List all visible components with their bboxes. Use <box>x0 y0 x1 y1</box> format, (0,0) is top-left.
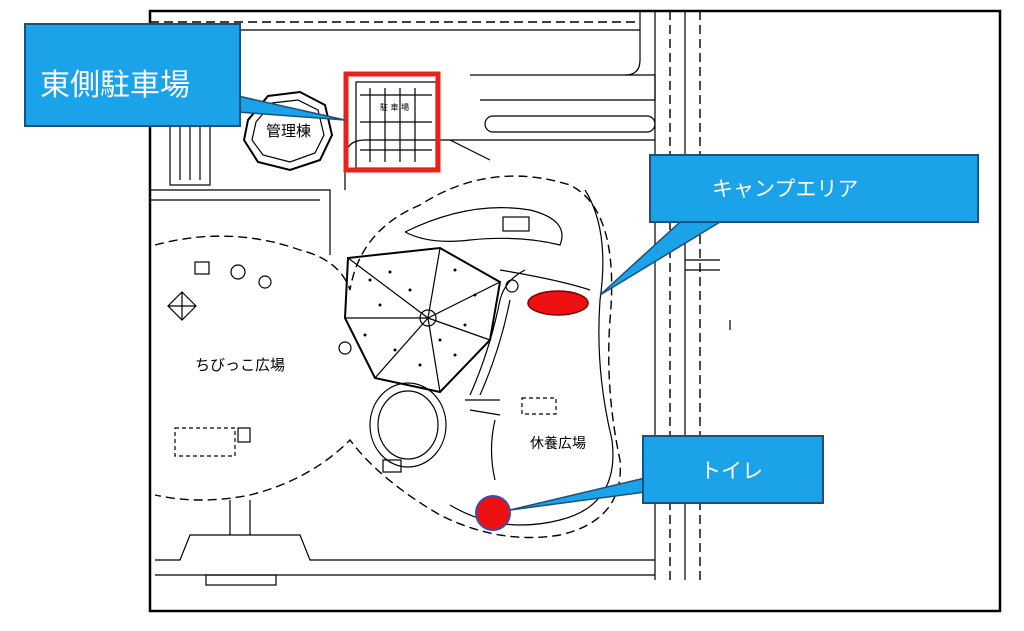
admin-building: 管理棟 <box>242 90 334 172</box>
callout-east-parking: 東側駐車場 <box>24 23 346 127</box>
rest-plaza-label: 休養広場 <box>530 435 586 452</box>
callout-camp-area-text: キャンプエリア <box>712 177 858 201</box>
admin-building-label: 管理棟 <box>266 122 311 140</box>
callout-toilet: トイレ <box>509 435 824 511</box>
callout-east-parking-text: 東側駐車場 <box>40 68 190 103</box>
toilet-marker <box>475 495 511 531</box>
parking-label: 駐 車 場 <box>380 102 409 112</box>
callout-camp-area: キャンプエリア <box>599 154 979 296</box>
park-boundary <box>154 175 622 539</box>
grove <box>343 246 502 394</box>
north-trail <box>404 207 563 246</box>
rest-plaza-features: 休養広場 <box>382 397 586 481</box>
kids-plaza-label: ちびっこ広場 <box>195 356 285 374</box>
kids-plaza-features: ちびっこ広場 <box>167 261 519 457</box>
camp-area-marker <box>527 290 589 316</box>
inner-road-a <box>449 189 614 526</box>
east-parking-highlight <box>343 71 441 173</box>
callout-toilet-text: トイレ <box>700 459 763 483</box>
inner-road-b <box>499 269 591 291</box>
pond <box>369 382 447 468</box>
south-gate <box>155 500 655 586</box>
